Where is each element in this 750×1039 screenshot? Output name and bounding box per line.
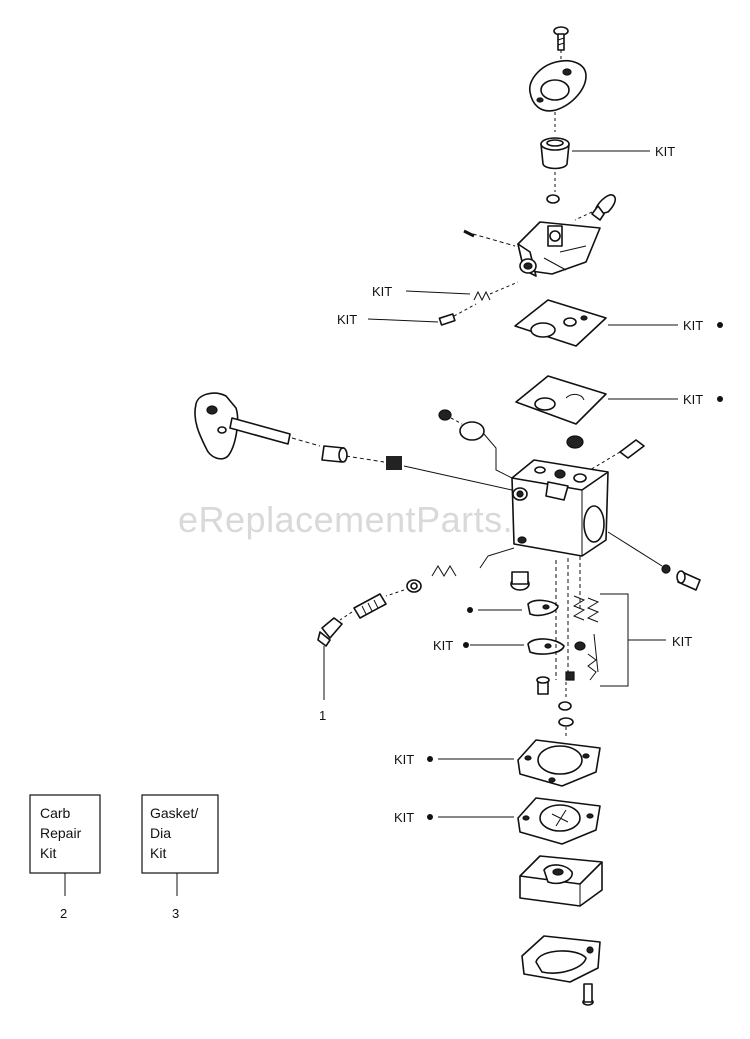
throttle-lever [194, 392, 291, 460]
limiter-cap [317, 617, 343, 647]
callout-kit-springs: KIT [672, 634, 692, 649]
gasket-dia-kit-line-1: Gasket/ [150, 805, 198, 821]
callout-kit-pump-gasket: KIT [394, 752, 414, 767]
elbow-fitting [591, 194, 617, 221]
vertical-springs [555, 556, 600, 681]
callout-kit-screw: KIT [337, 312, 357, 327]
gasket-upper [514, 299, 607, 347]
callout-kit-cup: KIT [655, 144, 675, 159]
kit-dot [463, 642, 469, 648]
gasket-dia-kit-line-2: Dia [150, 825, 171, 841]
spring-upper [473, 290, 491, 302]
kit-dot [427, 814, 433, 820]
kit-dot [427, 756, 433, 762]
shaft-spring [386, 456, 402, 470]
idle-screw [353, 593, 387, 619]
upper-body [517, 221, 601, 277]
callout-kit-diaphragm: KIT [394, 810, 414, 825]
top-screw [553, 26, 569, 51]
plug-right [566, 435, 645, 459]
bottom-cover [521, 935, 601, 983]
cover-plate [529, 60, 587, 112]
kit-dot [717, 396, 723, 402]
pump-cover [519, 855, 603, 907]
callout-kit-lever: KIT [433, 638, 453, 653]
carb-repair-kit-line-2: Repair [40, 825, 82, 841]
gasket-dia-kit-line-3: Kit [150, 845, 166, 861]
bottom-screw [582, 983, 594, 1006]
needle-screw [438, 303, 477, 326]
inlet-needle-lever [467, 599, 559, 617]
shaft-bushing [321, 445, 348, 463]
carburetor-body [511, 459, 609, 557]
idle-washer [406, 579, 422, 593]
callout-kit-gasket-lower: KIT [683, 392, 703, 407]
small-washer [546, 194, 560, 204]
carb-repair-kit-line-1: Carb [40, 805, 71, 821]
callout-kit-gasket-upper: KIT [683, 318, 703, 333]
gasket-dia-kit-box: Gasket/ Dia Kit [141, 794, 219, 896]
ref-number-3: 3 [172, 906, 179, 921]
kit-dot [717, 322, 723, 328]
idle-spring [431, 565, 457, 577]
ref-number-1: 1 [319, 708, 326, 723]
carb-repair-kit-line-3: Kit [40, 845, 56, 861]
gasket-lower [515, 375, 607, 425]
check-valve [510, 571, 530, 591]
throttle-plate [438, 409, 513, 479]
side-screw-right [661, 564, 701, 591]
lever-screw [536, 676, 550, 695]
pump-cup [540, 137, 570, 170]
o-ring-1 [558, 701, 572, 711]
metering-lever [527, 638, 565, 655]
pump-diaphragm [517, 797, 601, 845]
o-ring-2 [558, 717, 574, 727]
pump-gasket [517, 739, 601, 787]
callout-kit-spring: KIT [372, 284, 392, 299]
small-pin [463, 229, 475, 238]
carb-repair-kit-box: Carb Repair Kit [29, 794, 101, 896]
ref-number-2: 2 [60, 906, 67, 921]
